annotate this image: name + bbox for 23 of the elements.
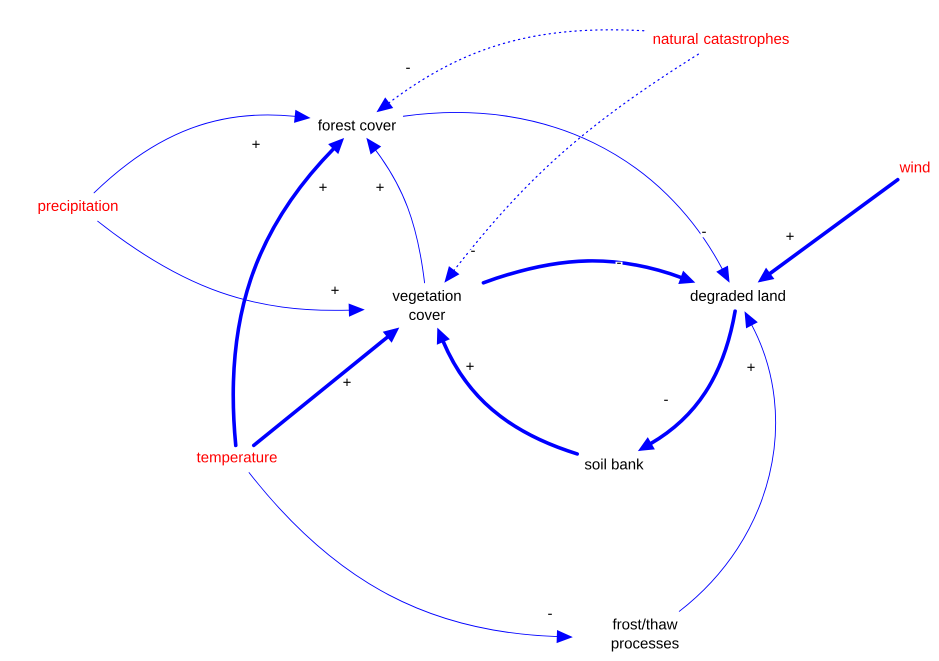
variable-label: precipitation (38, 200, 118, 214)
variable-label: frost/thaw processes (612, 618, 679, 652)
polarity-sign: + (784, 232, 796, 242)
polarity-sign: + (250, 140, 262, 150)
polarity-sign: + (342, 378, 352, 388)
polarity-sign: + (318, 182, 328, 194)
variable-label: forest cover (318, 120, 396, 130)
variable-label: temperature (196, 452, 277, 466)
polarity-sign: - (546, 612, 554, 620)
polarity-sign: + (374, 182, 386, 194)
polarity-sign: + (746, 362, 756, 374)
polarity-sign: - (470, 250, 476, 256)
polarity-sign: - (616, 262, 622, 268)
variable-label: vegetation cover (392, 290, 461, 320)
variable-label: degraded land (690, 290, 785, 304)
polarity-sign: - (404, 66, 412, 74)
polarity-sign: + (330, 286, 340, 296)
variable-label: natural catastrophes (654, 33, 789, 47)
polarity-sign: - (700, 230, 708, 238)
variable-label: wind (900, 161, 930, 172)
polarity-sign: + (464, 362, 476, 372)
polarity-sign: - (662, 398, 670, 406)
variable-label: soil bank (584, 458, 644, 470)
